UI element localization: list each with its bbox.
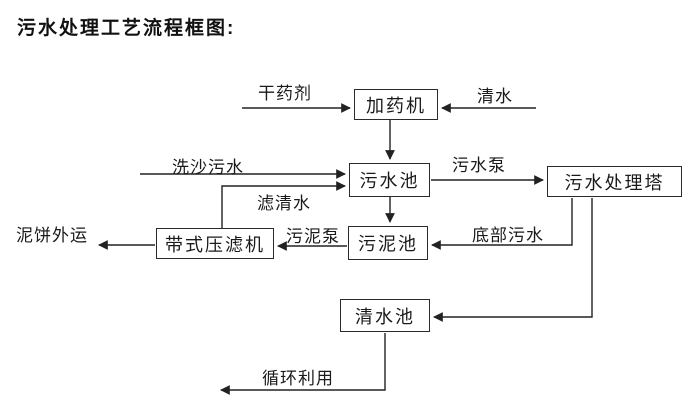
node-sewage-treatment-tower: 污水处理塔 bbox=[547, 166, 682, 197]
label-bottom-sewage: 底部污水 bbox=[472, 226, 544, 245]
edge-filtered-water-to-sewage-pool bbox=[221, 181, 346, 228]
node-sludge-pool: 污泥池 bbox=[348, 226, 428, 260]
edge-clean-pool-to-recycling bbox=[220, 333, 386, 395]
label-mud-cake-out: 泥饼外运 bbox=[16, 226, 88, 245]
label-clean-water: 清水 bbox=[477, 87, 513, 106]
node-clean-water-pool: 清水池 bbox=[340, 299, 430, 332]
label-sand-washing-sewage: 洗沙污水 bbox=[172, 158, 244, 177]
diagram-title: 污水处理工艺流程框图: bbox=[17, 18, 236, 39]
node-belt-filter-press: 带式压滤机 bbox=[156, 228, 274, 259]
node-dosing-machine: 加药机 bbox=[354, 89, 438, 120]
edge-bottom-sewage-to-sludge-pool bbox=[431, 198, 573, 250]
node-sewage-pool: 污水池 bbox=[349, 163, 430, 197]
label-sewage-pump: 污水泵 bbox=[452, 156, 506, 175]
label-recycling: 循环利用 bbox=[262, 369, 334, 388]
label-sludge-pump: 污泥泵 bbox=[286, 227, 340, 246]
label-dry-chemical: 干药剂 bbox=[258, 84, 312, 103]
edge-tower-to-clean-pool bbox=[433, 198, 593, 322]
label-filtered-water: 滤清水 bbox=[257, 194, 311, 213]
